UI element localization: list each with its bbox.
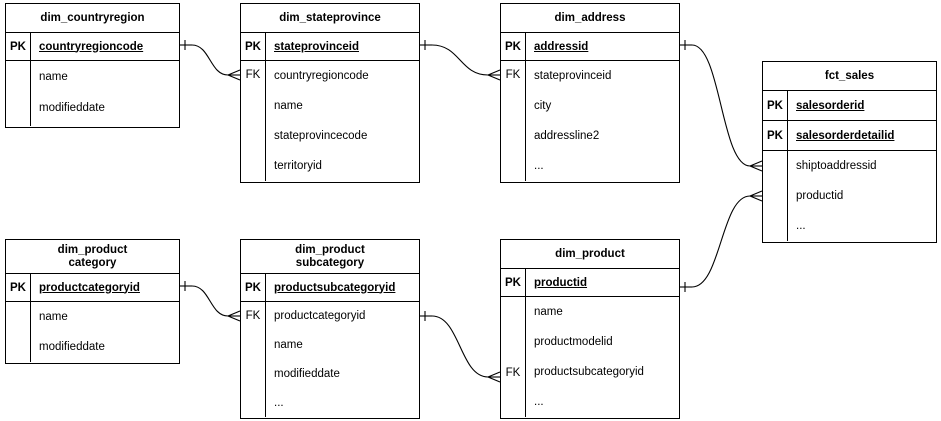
attribute-section: FK name productmodelid productsubcategoryid… <box>501 297 679 417</box>
attribute-row[interactable]: modifieddate <box>39 341 105 353</box>
attribute-row[interactable]: stateprovincecode <box>274 130 368 142</box>
pk-field-name: stateprovinceid <box>274 40 359 53</box>
attribute-section: name modifieddate <box>6 61 179 126</box>
pk-field-name: productsubcategoryid <box>274 281 396 294</box>
attribute-row[interactable]: name <box>274 100 303 112</box>
crowsfoot-prong <box>749 165 763 172</box>
attribute-section: FK stateprovinceid city addressline2... <box>501 61 679 181</box>
pk-marker: PK <box>501 33 526 60</box>
entity-title: dim_product category <box>6 240 179 274</box>
attribute-row[interactable]: name <box>39 311 68 323</box>
attribute-row[interactable]: name <box>274 339 303 352</box>
primary-key-row[interactable]: PK countryregioncode <box>6 33 179 61</box>
pk-field-name: productcategoryid <box>39 281 140 294</box>
crowsfoot-prong <box>749 195 763 202</box>
pk-marker: PK <box>763 121 788 150</box>
attribute-row[interactable]: city <box>534 100 552 112</box>
crowsfoot-prong <box>749 160 763 167</box>
rel-productcategory-subcategory[interactable] <box>180 281 241 322</box>
attribute-row[interactable]: ... <box>534 396 544 408</box>
pk-field-name: salesorderid <box>796 99 865 112</box>
crowsfoot-prong <box>487 376 501 383</box>
primary-key-row[interactable]: PK salesorderdetailid <box>763 121 936 151</box>
fk-marker: FK <box>241 302 266 417</box>
primary-key-row[interactable]: PK productsubcategoryid <box>241 274 419 302</box>
pk-field-name: productid <box>534 276 588 289</box>
entity-title: dim_address <box>501 4 679 33</box>
entity-title: dim_stateprovince <box>241 4 419 33</box>
attribute-section: FK countryregioncode name stateprovincecode… <box>241 61 419 181</box>
attribute-section: FK productcategoryid name modifieddate... <box>241 302 419 417</box>
entity-title: dim_product <box>501 240 679 269</box>
entity-title: dim_product subcategory <box>241 240 419 274</box>
fk-marker: FK <box>241 61 266 181</box>
attribute-row[interactable]: productmodelid <box>534 336 613 348</box>
attribute-row[interactable]: ... <box>796 220 806 232</box>
rel-subcategory-product[interactable] <box>420 311 501 383</box>
crowsfoot-prong <box>227 315 241 322</box>
rel-countryregion-stateprovince[interactable] <box>180 40 241 81</box>
rel-product-fctsales[interactable] <box>680 190 763 292</box>
attribute-row[interactable]: name <box>534 306 563 318</box>
attribute-row[interactable]: stateprovinceid <box>534 70 612 82</box>
pk-field-name: addressid <box>534 40 589 53</box>
attribute-row[interactable]: productid <box>796 190 844 202</box>
pk-field-name: countryregioncode <box>39 40 144 53</box>
entity-title: dim_countryregion <box>6 4 179 33</box>
attribute-row[interactable]: shiptoaddressid <box>796 160 877 172</box>
attribute-key-column <box>6 302 31 362</box>
fk-marker: FK <box>501 61 526 181</box>
pk-marker: PK <box>501 269 526 296</box>
fk-marker-label: FK <box>245 69 261 81</box>
attribute-section: name modifieddate <box>6 302 179 362</box>
primary-key-row[interactable]: PK productid <box>501 269 679 297</box>
rel-stateprovince-address[interactable] <box>420 40 501 81</box>
attribute-row[interactable]: ... <box>274 396 284 409</box>
attribute-row[interactable]: modifieddate <box>274 367 340 380</box>
pk-marker: PK <box>6 274 31 301</box>
attribute-row[interactable]: productsubcategoryid <box>534 366 644 378</box>
attribute-key-column <box>6 61 31 126</box>
attribute-key-column <box>763 151 788 241</box>
crowsfoot-prong <box>487 69 501 76</box>
entity-title: fct_sales <box>763 62 936 91</box>
attribute-row[interactable]: name <box>39 70 68 83</box>
rel-address-fctsales[interactable] <box>680 40 763 172</box>
primary-key-row[interactable]: PK salesorderid <box>763 91 936 121</box>
fk-marker-label: FK <box>505 69 521 81</box>
crowsfoot-prong <box>749 190 763 197</box>
fk-marker-label: FK <box>245 310 261 322</box>
pk-marker: PK <box>241 274 266 301</box>
crowsfoot-prong <box>487 74 501 81</box>
attribute-row[interactable]: modifieddate <box>39 101 105 114</box>
attribute-row[interactable]: territoryid <box>274 160 322 172</box>
pk-marker: PK <box>241 33 266 60</box>
attribute-row[interactable]: productcategoryid <box>274 310 366 323</box>
attribute-row[interactable]: ... <box>534 160 544 172</box>
crowsfoot-prong <box>487 371 501 378</box>
attribute-section: shiptoaddressid productid... <box>763 151 936 241</box>
crowsfoot-prong <box>227 310 241 317</box>
attribute-row[interactable]: addressline2 <box>534 130 600 142</box>
fk-marker: FK <box>501 297 526 417</box>
pk-marker: PK <box>763 91 788 120</box>
pk-marker: PK <box>6 33 31 60</box>
primary-key-row[interactable]: PK addressid <box>501 33 679 61</box>
primary-key-row[interactable]: PK stateprovinceid <box>241 33 419 61</box>
pk-field-name: salesorderdetailid <box>796 129 895 142</box>
fk-marker-label: FK <box>505 367 521 379</box>
crowsfoot-prong <box>227 74 241 81</box>
attribute-row[interactable]: countryregioncode <box>274 70 369 82</box>
primary-key-row[interactable]: PK productcategoryid <box>6 274 179 302</box>
crowsfoot-prong <box>227 69 241 76</box>
